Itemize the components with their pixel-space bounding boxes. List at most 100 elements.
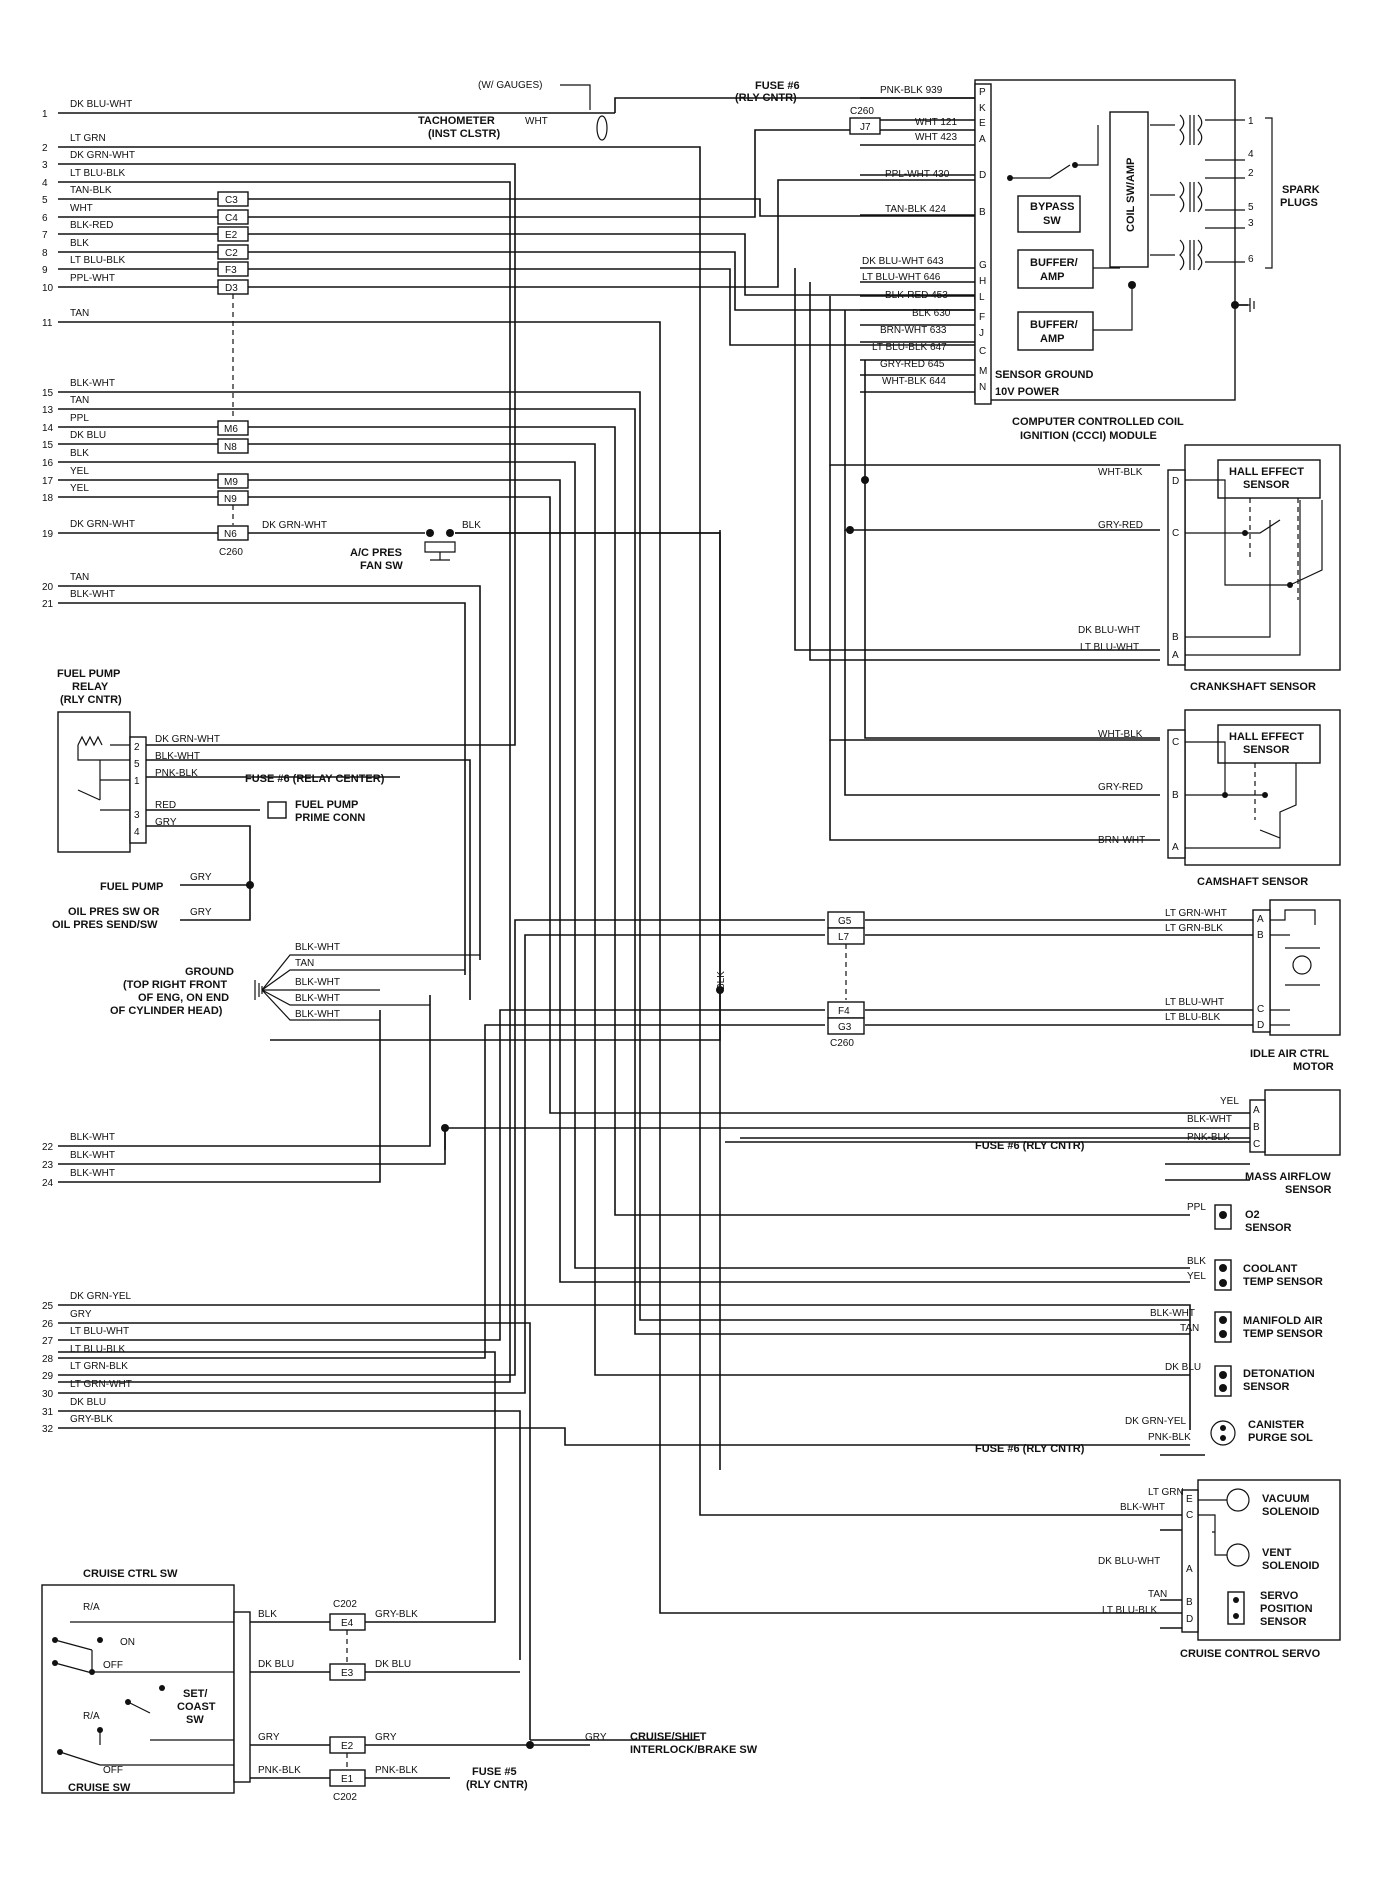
component-title: CRUISE CTRL SW	[83, 1568, 178, 1580]
ccci-wire-labels: PNK-BLK 939 WHT 121 WHT 423 PPL-WHT 430 …	[862, 85, 957, 387]
plug-number: 1	[1248, 116, 1254, 127]
pin-30: 30	[42, 1389, 54, 1400]
wire-label: LT BLU-WHT	[70, 1326, 129, 1337]
pin-strip	[1167, 729, 1186, 859]
cell-label: G5	[838, 916, 852, 927]
gauges-note: (W/ GAUGES)	[478, 80, 542, 91]
component-label: CRUISE/SHIFT	[630, 1731, 707, 1743]
component-title: DETONATION	[1243, 1368, 1315, 1380]
pin-24: 24	[42, 1178, 54, 1189]
wire	[58, 163, 516, 746]
wire	[58, 995, 431, 1147]
sensor-connector	[1214, 1259, 1232, 1291]
pin-letter: D	[1186, 1614, 1193, 1625]
junction-dot	[846, 526, 854, 534]
component-label: SOLENOID	[1262, 1560, 1320, 1572]
pin-number: 2	[134, 742, 140, 753]
ground-label: OF CYLINDER HEAD)	[110, 1005, 223, 1017]
wire-label: DK BLU-WHT 643	[862, 256, 944, 267]
sensor-ground-label: SENSOR GROUND	[995, 369, 1093, 381]
pin-23: 23	[42, 1160, 54, 1171]
wire-label: PPL	[70, 413, 89, 424]
wire-label: GRY	[190, 872, 212, 883]
pin-number: 1	[134, 776, 140, 787]
junction-dot	[861, 476, 869, 484]
wire-label: BLK-WHT	[295, 993, 340, 1004]
wire-label: TAN	[70, 308, 89, 319]
component-label: FAN SW	[360, 560, 403, 572]
wire	[270, 530, 721, 1041]
cell-label: N8	[224, 442, 237, 453]
wire-label: PPL-WHT	[70, 273, 115, 284]
wire	[844, 530, 1160, 796]
component-title: O2	[1245, 1209, 1260, 1221]
sensor-title: CRANKSHAFT SENSOR	[1190, 681, 1316, 693]
pin-4: 4	[42, 178, 48, 189]
cell-label: E1	[341, 1774, 354, 1785]
pin-13: 13	[42, 405, 54, 416]
pin-letter: B	[1257, 930, 1264, 941]
wire-label: TAN-BLK	[70, 185, 112, 196]
pin-letter: B	[1253, 1122, 1260, 1133]
pin-letter: E	[979, 118, 986, 129]
pin-11: 11	[42, 318, 53, 329]
wire-label: YEL	[1220, 1096, 1239, 1107]
connector-name: C260	[830, 1038, 854, 1049]
wire-label: PNK-BLK	[375, 1765, 418, 1776]
wire	[58, 1322, 531, 1740]
component-label: OIL PRES SEND/SW	[52, 919, 158, 931]
wire-label: LT BLU-BLK	[70, 255, 126, 266]
pin-17: 17	[42, 476, 54, 487]
component-label: SOLENOID	[1262, 1506, 1320, 1518]
sensor-body	[1264, 1089, 1341, 1156]
wire-label: BLK-RED	[70, 220, 113, 231]
wire	[864, 360, 1160, 739]
connector-name: C202	[333, 1599, 357, 1610]
wire-label: WHT 423	[915, 132, 957, 143]
wire	[58, 496, 1250, 1114]
block-label: AMP	[1040, 271, 1064, 283]
cell-label: N9	[224, 494, 237, 505]
pin-29: 29	[42, 1371, 54, 1382]
pin-letter: D	[1172, 476, 1179, 487]
component-title: FUEL PUMP	[57, 668, 120, 680]
pin-5: 5	[42, 195, 48, 206]
cell-label: F4	[838, 1006, 850, 1017]
wire-label: YEL	[1187, 1271, 1206, 1282]
tachometer-label: TACHOMETER	[418, 115, 495, 127]
spark-plugs-label: SPARK	[1282, 184, 1320, 196]
wire-label: LT BLU-BLK	[70, 1344, 126, 1355]
wire-label: TAN	[70, 395, 89, 406]
switch-label: SW	[186, 1714, 204, 1726]
switch-label: OFF	[103, 1660, 123, 1671]
wire	[58, 198, 980, 217]
motor-icon	[1292, 955, 1312, 975]
block-label: SENSOR	[1243, 744, 1290, 756]
junction-dot	[246, 881, 254, 889]
idle-air-control-motor: G5 L7 F4 G3 C260 A B C D LT GRN-WHT LT G…	[827, 899, 1341, 1073]
pin-letter: B	[1172, 632, 1179, 643]
cell-label: L7	[838, 932, 850, 943]
wire	[455, 532, 721, 1470]
component-label: OIL PRES SW OR	[68, 906, 160, 918]
wire-label: RED	[155, 800, 176, 811]
wire-label: BRN-WHT	[1098, 835, 1145, 846]
block-label: HALL EFFECT	[1229, 466, 1304, 478]
pin-letter: A	[1172, 650, 1179, 661]
fuse-label: FUSE #6 (RLY CNTR)	[975, 1443, 1085, 1455]
component-title: COOLANT	[1243, 1263, 1298, 1275]
wire	[58, 179, 980, 288]
switch-label: R/A	[83, 1602, 100, 1613]
component-label: POSITION	[1260, 1603, 1313, 1615]
connector-cell	[827, 1017, 865, 1035]
junction-dot	[716, 986, 724, 994]
wire-label: WHT-BLK	[1098, 467, 1143, 478]
pin-strip	[1252, 909, 1271, 1033]
pin-letter: B	[1172, 790, 1179, 801]
module-title: COMPUTER CONTROLLED COIL	[1012, 416, 1184, 428]
pin-25: 25	[42, 1301, 54, 1312]
block-label: SENSOR	[1243, 479, 1290, 491]
wire-label: BLK	[1187, 1256, 1206, 1267]
ground-label: (TOP RIGHT FRONT	[123, 979, 227, 991]
wire-label: PNK-BLK	[258, 1765, 301, 1776]
